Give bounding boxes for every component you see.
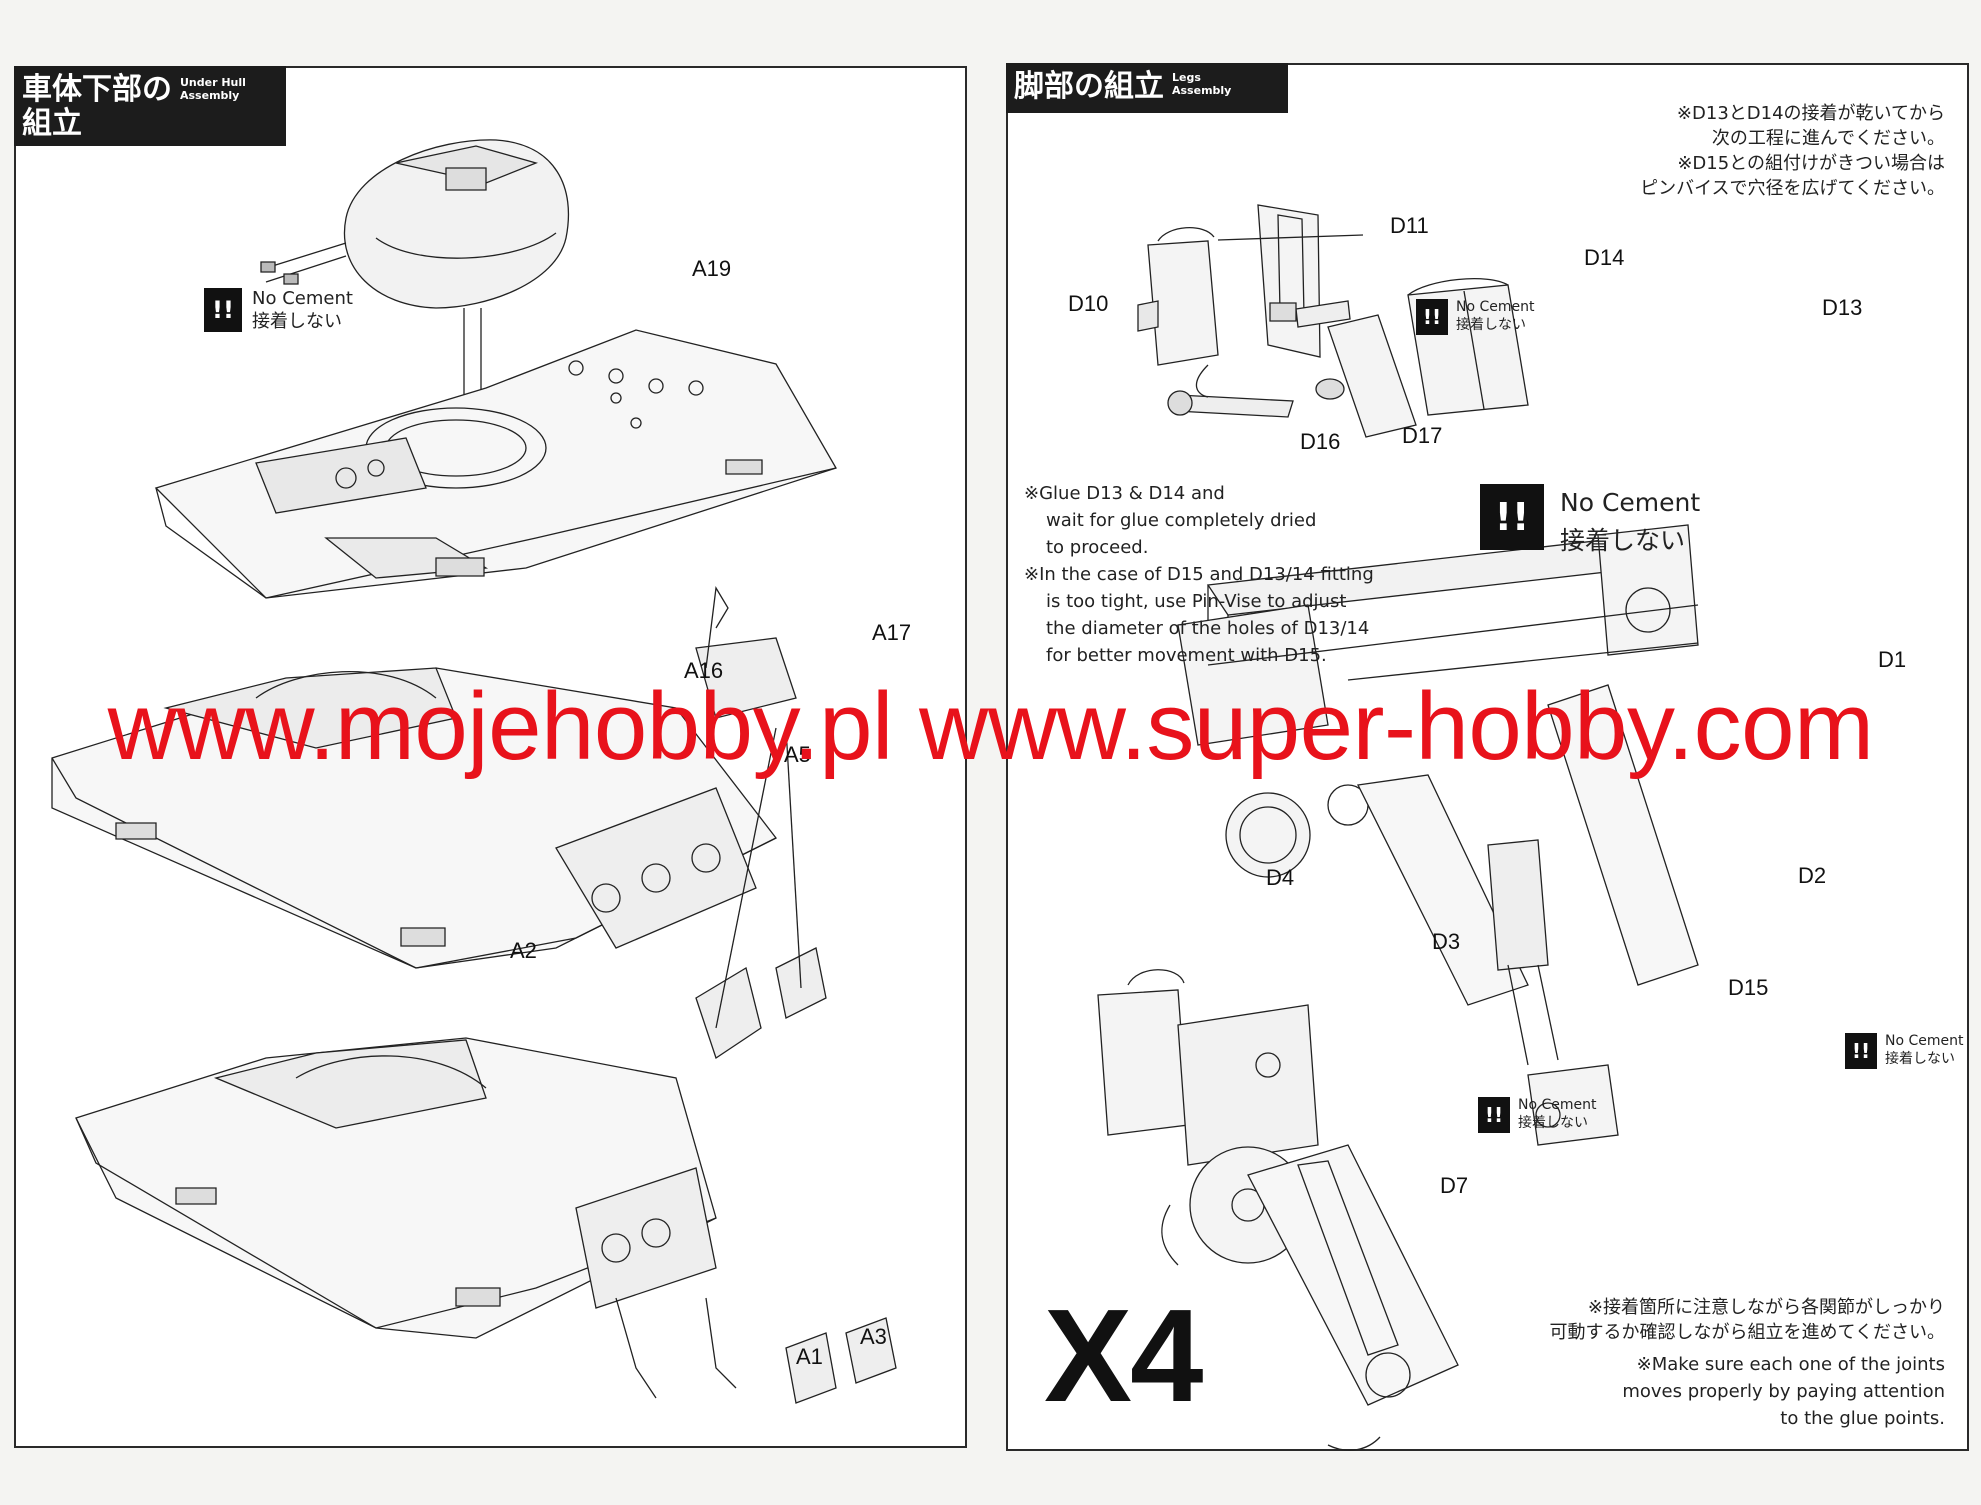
- note-jp-top: ※D13とD14の接着が乾いてから 次の工程に進んでください。 ※D15との組付…: [1640, 103, 1945, 199]
- no-cement-icon: !!: [1480, 484, 1544, 550]
- part-label-d10: D10: [1068, 291, 1109, 316]
- part-label-d4: D4: [1266, 865, 1295, 890]
- turret-drawing: [261, 140, 568, 408]
- part-label-a1: A1: [796, 1344, 823, 1369]
- main-leg-drawing: [1178, 525, 1698, 1145]
- section-header-under-hull: 車体下部の 組立 Under Hull Assembly: [14, 66, 286, 146]
- section-title-jp-line1: 車体下部の: [22, 72, 172, 107]
- part-label-d11: D11: [1390, 213, 1429, 238]
- part-label-d15: D15: [1728, 975, 1769, 1000]
- part-label-a17: A17: [872, 620, 912, 645]
- watermark-text: www.mojehobby.pl www.super-hobby.com: [107, 673, 1874, 780]
- legs-assembly-panel: 脚部の組立 Legs Assembly: [1006, 63, 1969, 1451]
- assembled-leg-drawing: [1098, 970, 1458, 1451]
- legs-line-drawing: [1008, 65, 1971, 1453]
- section-title-jp-line2: 組立: [22, 106, 82, 141]
- part-label-d7: D7: [1440, 1173, 1469, 1198]
- no-cement-icon: !!: [1478, 1097, 1510, 1133]
- no-cement-callout-large: !! No Cement 接着しない: [1480, 484, 1700, 560]
- part-label-d14: D14: [1584, 245, 1625, 270]
- section-header-legs: 脚部の組立 Legs Assembly: [1006, 63, 1288, 113]
- section-title-en-line1: Legs: [1172, 71, 1201, 84]
- part-label-a2: A2: [510, 938, 537, 963]
- section-title-en-line2: Assembly: [180, 89, 240, 102]
- part-label-a16: A16: [684, 658, 724, 683]
- note-en-top: ※Glue D13 & D14 and wait for glue comple…: [1024, 483, 1374, 666]
- note-jp-bottom: ※接着箇所に注意しながら各関節がしっかり 可動するか確認しながら組立を進めてくだ…: [1549, 1297, 1945, 1343]
- part-label-a19: A19: [692, 256, 732, 281]
- under-hull-assembly-panel: 車体下部の 組立 Under Hull Assembly: [14, 66, 967, 1448]
- no-cement-icon: !!: [204, 288, 242, 332]
- no-cement-icon: !!: [1845, 1033, 1877, 1069]
- hull-drawing-2: [52, 588, 826, 1058]
- part-label-d16: D16: [1300, 429, 1341, 454]
- hull-drawing-1: [156, 330, 836, 598]
- note-en-bottom: ※Make sure each one of the joints moves …: [1622, 1354, 1945, 1429]
- part-label-d3: D3: [1432, 929, 1461, 954]
- part-label-d2: D2: [1798, 863, 1827, 888]
- under-hull-line-drawing: [16, 68, 969, 1450]
- quantity-multiplier: X4: [1044, 1282, 1203, 1429]
- section-title-en-line2: Assembly: [1172, 84, 1232, 97]
- part-label-d17: D17: [1402, 423, 1443, 448]
- section-title-en-line1: Under Hull: [180, 76, 246, 89]
- no-cement-callout-lower: !! No Cement 接着しない: [1478, 1097, 1597, 1133]
- part-label-d1: D1: [1878, 647, 1907, 672]
- hull-drawing-3: [76, 1038, 896, 1403]
- no-cement-icon: !!: [1416, 299, 1448, 335]
- part-label-a3: A3: [860, 1324, 887, 1349]
- no-cement-callout-right: !! No Cement 接着しない: [1845, 1033, 1964, 1069]
- no-cement-callout-small: !! No Cement 接着しない: [1416, 299, 1535, 335]
- part-label-a5: A5: [784, 742, 811, 767]
- no-cement-label-jp: 接着しない: [252, 310, 342, 332]
- no-cement-callout: !! No Cement 接着しない: [204, 288, 353, 333]
- no-cement-label-en: No Cement: [252, 288, 353, 309]
- part-label-d13: D13: [1822, 295, 1863, 320]
- section-title-jp: 脚部の組立: [1014, 69, 1164, 104]
